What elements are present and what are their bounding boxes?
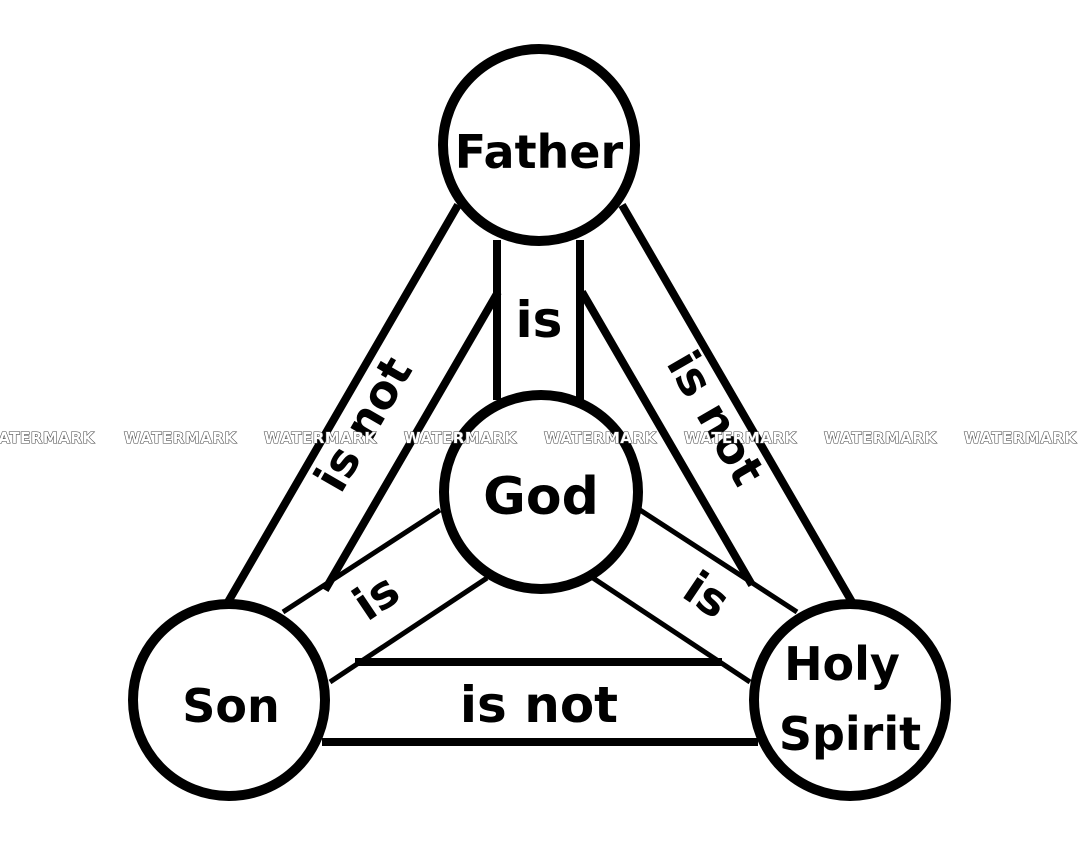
- band-father-son-outer: [224, 202, 462, 605]
- band-father-son-inner: [321, 289, 502, 593]
- node-son-label: Son: [182, 679, 279, 733]
- watermark-text: WATERMARK: [404, 429, 517, 447]
- watermark-text: WATERMARK: [544, 429, 657, 447]
- node-father-label: Father: [455, 125, 624, 179]
- edge-son-spirit-label: is not: [460, 676, 618, 734]
- node-spirit-label: Holy Spirit: [779, 637, 921, 761]
- edge-father-spirit-label: is not: [656, 341, 776, 494]
- node-son-circle: [128, 599, 330, 801]
- band-father-spirit-inner: [578, 289, 756, 588]
- node-spirit-label-line2: Spirit: [779, 707, 921, 761]
- node-father-circle: [438, 44, 640, 246]
- outer-band-lines: [224, 202, 856, 746]
- node-god-circle: [439, 390, 643, 594]
- band-son-god-lower: [328, 575, 489, 685]
- edge-father-god-label: is: [516, 291, 563, 349]
- watermark-text: WATERMARK: [124, 429, 237, 447]
- band-spirit-god-upper: [638, 507, 799, 615]
- watermark-text: WATERMARK: [0, 429, 95, 447]
- inner-band-lines: [281, 507, 799, 685]
- node-god-label: God: [483, 467, 599, 527]
- edge-father-son-label: is not: [303, 347, 423, 500]
- watermark-text: WATERMARK: [264, 429, 377, 447]
- band-father-spirit-outer: [618, 202, 856, 605]
- band-spirit-god-lower: [591, 575, 752, 685]
- node-spirit-circle: [749, 599, 951, 801]
- band-son-god-upper: [281, 507, 442, 615]
- watermark-text: WATERMARK: [964, 429, 1077, 447]
- watermark-text: WATERMARK: [684, 429, 797, 447]
- node-spirit-label-line1: Holy: [784, 637, 900, 691]
- edge-son-god-label: is: [343, 562, 409, 631]
- watermark-text: WATERMARK: [824, 429, 937, 447]
- watermark-strip: WATERMARK WATERMARK WATERMARK WATERMARK …: [0, 428, 1077, 447]
